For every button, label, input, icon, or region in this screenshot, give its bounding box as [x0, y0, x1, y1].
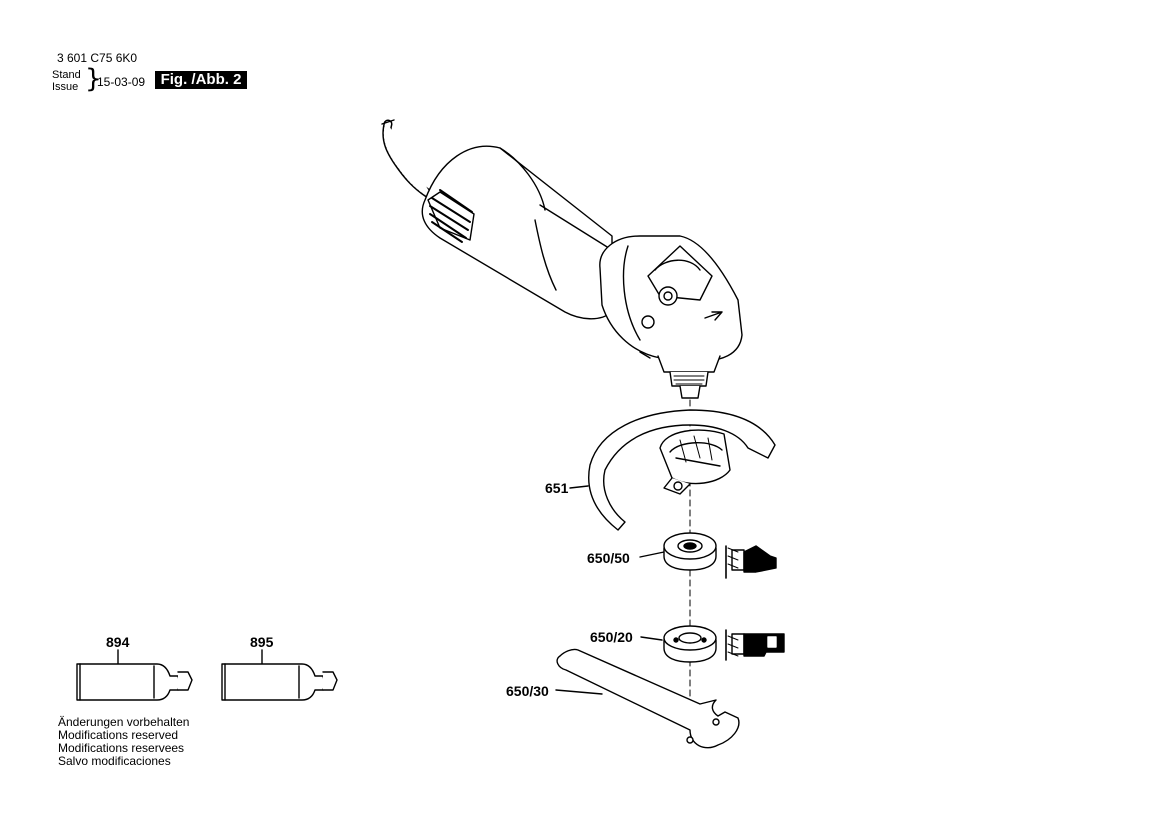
modification-notes: Änderungen vorbehalten Modifications res… [58, 716, 189, 768]
grease-tube-895 [221, 663, 338, 701]
callout-895: 895 [250, 634, 274, 650]
nut-section-symbol-650-20 [725, 629, 785, 661]
callout-650-50: 650/50 [587, 550, 630, 566]
protective-guard-651 [588, 409, 776, 531]
issue-label: Issue [52, 81, 79, 93]
note-fr: Modifications reservees [58, 741, 185, 755]
face-spanner-650-30 [556, 648, 740, 749]
note-de: Änderungen vorbehalten [58, 715, 190, 729]
note-en: Modifications reserved [58, 728, 179, 742]
mounting-flange-650-50 [663, 532, 717, 571]
grinder-gear-head [599, 235, 743, 399]
flange-section-symbol-650-50 [725, 545, 777, 579]
callout-650-20: 650/20 [590, 629, 633, 645]
callout-894: 894 [106, 634, 130, 650]
grinder-motor-housing [421, 145, 613, 320]
lock-nut-650-20 [663, 625, 717, 663]
grease-tube-894 [76, 663, 193, 701]
callout-650-30: 650/30 [506, 683, 549, 699]
stand-label: Stand [52, 69, 81, 81]
brace-symbol: } [85, 64, 102, 94]
note-es: Salvo modificaciones [58, 754, 171, 768]
callout-651: 651 [545, 480, 569, 496]
issue-date: 15-03-09 [97, 75, 146, 89]
part-number: 3 601 C75 6K0 [57, 51, 138, 65]
power-cord [381, 119, 437, 201]
figure-label: Fig. /Abb. 2 [155, 71, 247, 89]
